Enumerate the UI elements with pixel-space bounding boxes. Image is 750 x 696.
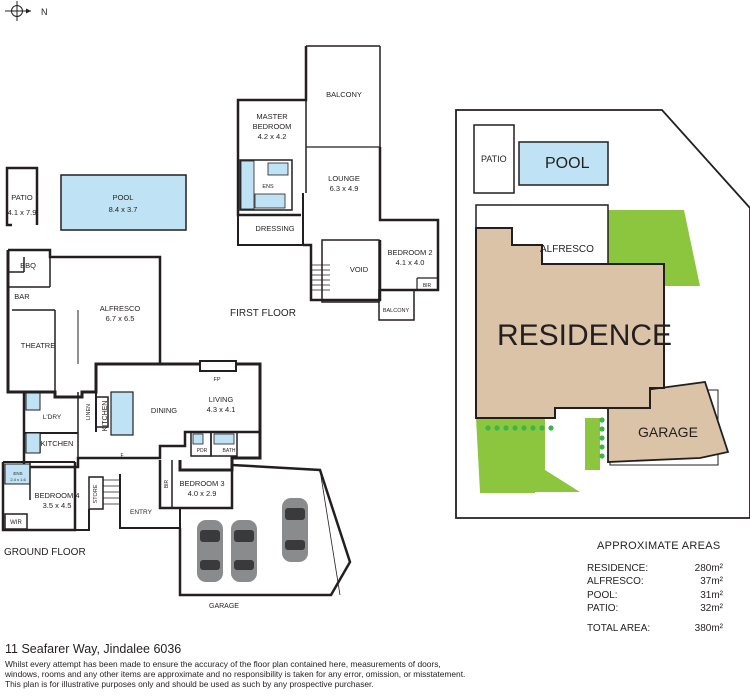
gf-ensuite-size: 2.4 x 1.6 (10, 477, 26, 482)
site-alfresco-label: ALFRESCO (540, 244, 594, 255)
gf-dining-label: DINING (151, 406, 177, 415)
areas-row: ALFRESCO: 37m² (587, 575, 723, 589)
gf-alfresco-size: 6.7 x 6.5 (106, 314, 135, 323)
gf-alfresco-label: ALFRESCO (100, 304, 141, 313)
area-value: 37m² (700, 576, 723, 587)
gf-patio-label: PATIO (11, 193, 33, 202)
gf-bedroom3-label: BEDROOM 3 (179, 479, 224, 488)
area-label: RESIDENCE: (587, 562, 649, 574)
ff-balcony-label: BALCONY (326, 90, 362, 99)
ff-bedroom2-size: 4.1 x 4.0 (396, 258, 425, 267)
ff-master-label-2: BEDROOM (253, 122, 292, 131)
disclaimer-line: Whilst every attempt has been made to en… (5, 659, 441, 669)
gf-theatre-label: THEATRE (21, 341, 55, 350)
gf-bir-label: BIR (164, 479, 170, 488)
ff-lounge-label: LOUNGE (328, 174, 360, 183)
gf-bedroom3-size: 4.0 x 2.9 (188, 489, 217, 498)
areas-row: PATIO: 32m² (587, 602, 723, 616)
first-floor-plan (236, 45, 440, 321)
total-area-value: 380m² (694, 622, 723, 634)
gf-bedroom4-label: BEDROOM 4 (34, 491, 79, 500)
gf-bath-label: BATH (223, 448, 236, 454)
gf-kitchen-vertical-label: KITCHEN (102, 401, 109, 432)
ground-floor-plan (1, 166, 352, 597)
gf-garage-label: GARAGE (209, 603, 239, 610)
ff-dressing-label: DRESSING (255, 224, 294, 233)
ff-bir-label: BIR (423, 283, 432, 289)
gf-bedroom4-size: 3.5 x 4.5 (43, 501, 72, 510)
total-area-label: TOTAL AREA: (587, 622, 651, 634)
area-value: 32m² (700, 603, 723, 614)
approximate-areas-table: APPROXIMATE AREAS RESIDENCE: 280m² ALFRES… (587, 540, 723, 635)
garage-cars-icon (197, 498, 308, 582)
gf-powder-label: PDR (197, 448, 208, 454)
ff-ensuite-label: ENS (262, 184, 274, 190)
gf-bar-label: BAR (14, 292, 30, 301)
area-label: POOL: (587, 589, 618, 601)
gf-ensuite-label: ENS (13, 471, 22, 476)
areas-title: APPROXIMATE AREAS (597, 540, 721, 552)
compass-icon (5, 1, 31, 21)
gf-bbq-label: BBQ (20, 261, 36, 270)
gf-wir-label: WIR (10, 520, 22, 526)
compass-north-label: N (41, 7, 48, 17)
ff-bedroom2-label: BEDROOM 2 (387, 248, 432, 257)
disclaimer-line: windows, rooms and any other items are a… (5, 669, 466, 680)
ff-void-label: VOID (350, 265, 369, 274)
gf-laundry-label: L'DRY (43, 414, 62, 421)
area-value: 280m² (694, 562, 723, 574)
gf-linen-label: LINEN (86, 404, 92, 420)
ff-master-label-1: MASTER (256, 112, 288, 121)
gf-entry-label: ENTRY (130, 509, 153, 516)
gf-fridge-label: F (120, 453, 123, 459)
gf-living-size: 4.3 x 4.1 (207, 405, 236, 414)
areas-total-row: TOTAL AREA: 380m² (587, 622, 723, 636)
areas-row: POOL: 31m² (587, 589, 723, 603)
ff-lounge-size: 6.3 x 4.9 (330, 184, 359, 193)
site-pool-label: POOL (545, 155, 590, 172)
area-label: PATIO: (587, 603, 619, 614)
site-patio-label: PATIO (481, 154, 507, 164)
gf-store-label: STORE (93, 484, 99, 503)
ff-balcony-small-label: BALCONY (383, 308, 410, 314)
property-address: 11 Seafarer Way, Jindalee 6036 (5, 642, 182, 656)
gf-kitchen-label: KITCHEN (41, 439, 74, 448)
gf-living-label: LIVING (209, 395, 234, 404)
ground-floor-title: GROUND FLOOR (4, 547, 86, 558)
ff-master-size: 4.2 x 4.2 (258, 132, 287, 141)
gf-pool-size: 8.4 x 3.7 (109, 205, 138, 214)
areas-row: RESIDENCE: 280m² (587, 562, 723, 576)
site-garage-label: GARAGE (638, 424, 698, 440)
gf-fireplace-label: FP (213, 377, 220, 383)
site-residence-label: RESIDENCE (497, 319, 672, 352)
disclaimer-line: This plan is for illustrative purposes o… (5, 679, 374, 690)
gf-patio-size: 4.1 x 7.9 (8, 208, 37, 217)
area-value: 31m² (700, 589, 723, 601)
site-plan (455, 109, 750, 519)
first-floor-title: FIRST FLOOR (230, 308, 296, 319)
footer: 11 Seafarer Way, Jindalee 6036 Whilst ev… (5, 642, 750, 690)
area-label: ALFRESCO: (587, 576, 644, 587)
gf-pool-label: POOL (113, 193, 134, 202)
